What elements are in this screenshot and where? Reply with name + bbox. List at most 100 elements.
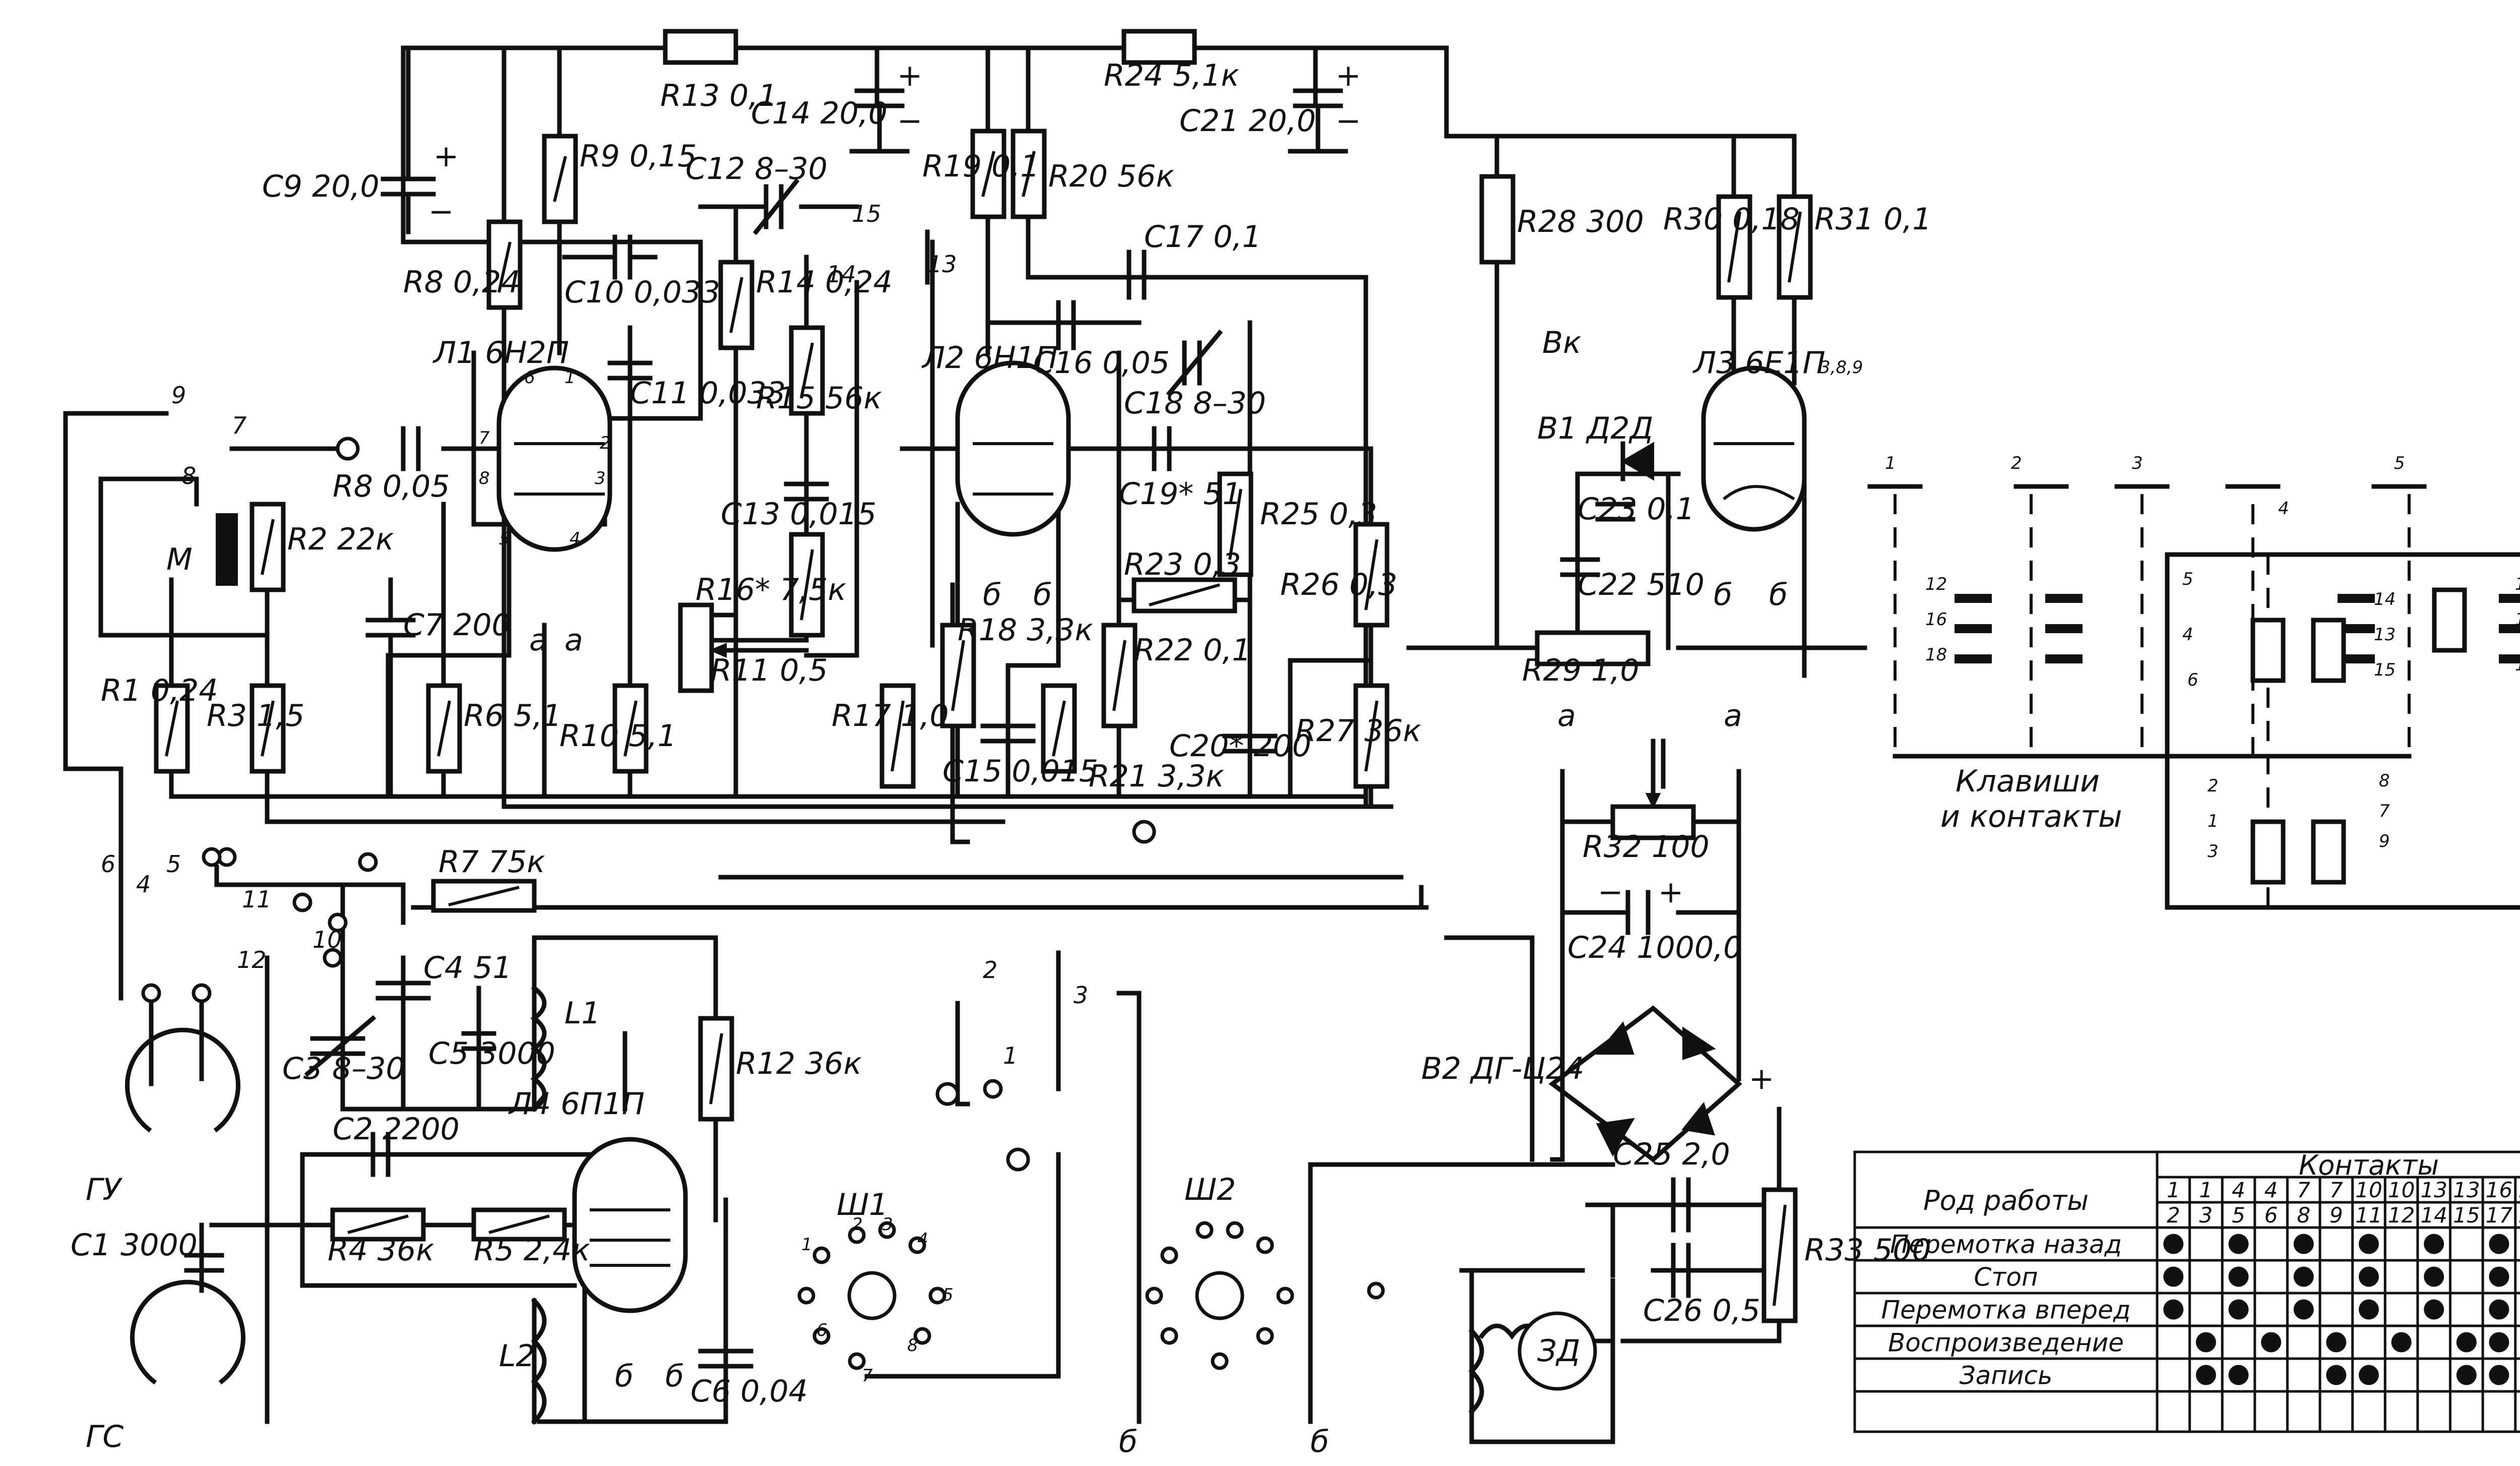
- table-row-mode-1: Стоп: [1974, 1263, 2038, 1292]
- label-C1: C1 3000: [71, 1228, 198, 1263]
- terminals: [125, 437, 1597, 1391]
- label-C6: C6 0,04: [690, 1374, 808, 1409]
- label-R4: R4 36к: [328, 1233, 434, 1268]
- table-row-mode-4: Запись: [1960, 1361, 2053, 1390]
- label-C26: C26 0,5: [1643, 1293, 1760, 1328]
- label-C20: C20* 200: [1169, 728, 1311, 764]
- label-C13: C13 0,015: [721, 497, 876, 532]
- label-C18: C18 8–30: [1124, 386, 1266, 421]
- table-col-bottom-8: 14: [2421, 1203, 2447, 1228]
- switch-num-0: 9: [171, 382, 186, 409]
- label-R21: R21 3,3к: [1089, 759, 1224, 794]
- capacitors: [184, 45, 1691, 1369]
- label-Vk: Вк: [1542, 325, 1581, 360]
- table-dot-r2-c10: [2489, 1299, 2509, 1320]
- label-C2: C2 2200: [333, 1112, 460, 1147]
- tube-L1: [496, 365, 612, 552]
- switch-num-14: 1: [1003, 1042, 1018, 1069]
- resistor-R11: [678, 602, 714, 693]
- switch-num-4: 4: [136, 871, 151, 898]
- keys-and-contacts: [1867, 484, 2520, 910]
- socket-pin-7: 7: [862, 1366, 873, 1386]
- contact-num-10: 10: [2515, 609, 2520, 630]
- table-dot-r4-c6: [2359, 1365, 2379, 1385]
- socket-pin-5: 5: [942, 1285, 954, 1305]
- inductor-M2: [1468, 1327, 1484, 1415]
- label-C21: C21 20,0: [1179, 103, 1316, 139]
- label-R25: R25 0,3: [1260, 497, 1377, 532]
- table-header-contacts: Контакты: [2299, 1149, 2439, 1181]
- table-col-top-2: 4: [2232, 1178, 2245, 1202]
- head-GS: [130, 1279, 245, 1385]
- table-col-bottom-1: 3: [2199, 1203, 2213, 1228]
- tube-pin-3: 4: [570, 529, 581, 549]
- switch-num-10: 14: [827, 261, 856, 288]
- label-SH1: Ш1: [837, 1187, 888, 1223]
- label-R13: R13 0,1: [660, 78, 778, 113]
- label-a-3: a: [529, 623, 548, 658]
- label-a-4: a: [564, 623, 583, 658]
- table-dot-r4-c2: [2228, 1365, 2249, 1385]
- table-col-top-1: 1: [2199, 1178, 2213, 1202]
- tube-pin-8: 3,8,9: [1819, 357, 1863, 378]
- label-plus-C24: +: [1658, 875, 1683, 910]
- table-col-top-9: 13: [2453, 1178, 2480, 1202]
- label-R8a: R8 0,24: [403, 265, 521, 300]
- label-C14: C14 20,0: [751, 96, 888, 131]
- label-R29: R29 1,0: [1522, 653, 1640, 688]
- contact-num-12: 2: [2208, 776, 2219, 796]
- switch-num-12: 2: [983, 956, 997, 984]
- label-minus-C24: −: [1598, 875, 1623, 910]
- switch-num-8: 12: [237, 946, 267, 973]
- table-col-bottom-9: 15: [2453, 1203, 2480, 1228]
- switch-num-6: 11: [242, 886, 272, 913]
- label-GU: ГУ: [86, 1172, 122, 1207]
- label-L2coil: L2: [499, 1338, 535, 1374]
- label-R33: R33 500: [1804, 1233, 1931, 1268]
- table-col-bottom-3: 6: [2264, 1203, 2278, 1228]
- resistor-R28: [1479, 174, 1516, 265]
- switch-num-1: 7: [232, 412, 246, 439]
- switch-num-3: 6: [101, 850, 115, 878]
- table-col-top-11: 16: [2518, 1178, 2520, 1202]
- label-minus-C9: −: [428, 194, 454, 229]
- diodes: [1548, 441, 1742, 1163]
- motor-ZD: [1518, 1311, 1597, 1391]
- contact-num-11: 12: [2515, 655, 2520, 675]
- table-dot-r1-c10: [2489, 1266, 2509, 1287]
- table-dot-r0-c8: [2424, 1234, 2444, 1254]
- table-row-mode-0: Перемотка назад: [1890, 1230, 2122, 1259]
- switch-num-5: 5: [166, 850, 181, 878]
- table-col-top-10: 16: [2486, 1178, 2512, 1202]
- tube-L2: [955, 360, 1071, 537]
- label-R16: R16* 7,5к: [696, 572, 846, 607]
- label-C4: C4 51: [423, 950, 512, 986]
- table-dot-r0-c6: [2359, 1234, 2379, 1254]
- table-dot-r3-c9: [2456, 1332, 2477, 1353]
- switch-num-7: 10: [312, 926, 342, 953]
- vacuum-tubes: [496, 360, 1807, 1313]
- table-dot-r4-c5: [2326, 1365, 2347, 1385]
- label-C10: C10 0,033: [564, 275, 720, 310]
- label-R3: R3 1,5: [207, 698, 304, 734]
- label-C24: C24 1000,0: [1567, 930, 1742, 965]
- inductors: [530, 985, 1576, 1425]
- label-b-2: б: [1033, 577, 1052, 613]
- contact-num-4: 4: [2182, 625, 2193, 645]
- socket-SH1: [797, 1221, 947, 1370]
- label-R31: R31 0,1: [1814, 202, 1932, 237]
- label-R20: R20 56к: [1048, 159, 1174, 194]
- label-a-1: a: [1557, 698, 1576, 734]
- tube-pin-0: 1: [564, 368, 576, 388]
- table-dot-r1-c2: [2228, 1266, 2249, 1287]
- resistor-R27: [1353, 683, 1390, 789]
- label-R27: R27 36к: [1295, 713, 1421, 749]
- key-num-5: 5: [2394, 453, 2405, 473]
- switch-num-9: 15: [852, 200, 881, 227]
- label-keys-title-2: и контакты: [1940, 799, 2122, 834]
- contact-num-7: 13: [2374, 625, 2396, 645]
- label-GS: ГС: [86, 1419, 123, 1454]
- key-num-4: 4: [2278, 499, 2289, 519]
- label-C19: C19* 51: [1119, 476, 1242, 512]
